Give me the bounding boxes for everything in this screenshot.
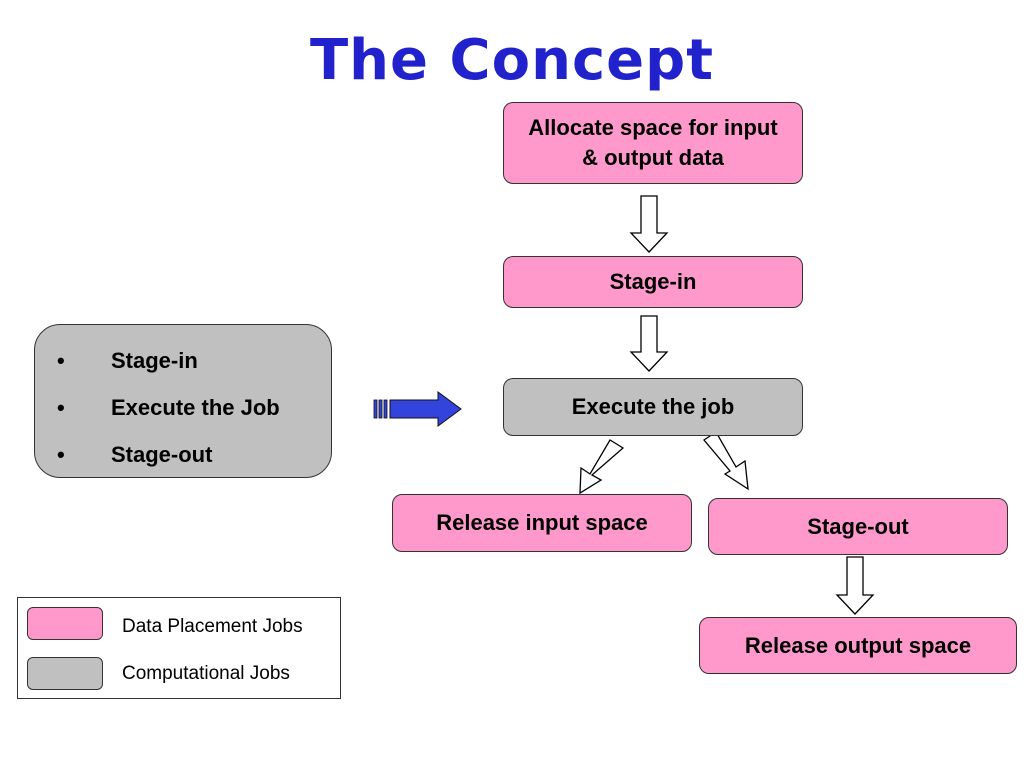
- legend-swatch-data-placement: [27, 607, 103, 640]
- list-item-label: Stage-in: [111, 348, 198, 373]
- bullet: •: [57, 395, 65, 420]
- bullet: •: [57, 442, 65, 467]
- list-item: • Stage-in: [57, 347, 280, 394]
- list-item: • Execute the Job: [57, 394, 280, 441]
- list-item: • Stage-out: [57, 441, 280, 488]
- release-output-box: Release output space: [699, 617, 1017, 674]
- list-item-label: Stage-out: [111, 442, 213, 467]
- stage-out-box: Stage-out: [708, 498, 1008, 555]
- arrow-diagonal-icon: [703, 431, 749, 491]
- list-item-label: Execute the Job: [111, 395, 280, 420]
- arrow-diagonal-icon: [579, 439, 625, 495]
- legend-label-data-placement: Data Placement Jobs: [122, 616, 303, 637]
- arrow-down-icon: [835, 556, 875, 615]
- arrow-down-icon: [629, 195, 669, 253]
- allocate-space-box: Allocate space for input & output data: [503, 102, 803, 184]
- arrow-down-icon: [629, 315, 669, 372]
- execute-job-box: Execute the job: [503, 378, 803, 436]
- stage-in-box: Stage-in: [503, 256, 803, 308]
- legend-label-computational: Computational Jobs: [122, 663, 290, 684]
- legend-swatch-computational: [27, 657, 103, 690]
- job-steps-summary: • Stage-in • Execute the Job • Stage-out: [34, 324, 332, 478]
- legend: Data Placement Jobs Computational Jobs: [17, 597, 341, 699]
- transition-arrow-icon: [373, 391, 462, 427]
- page-title: The Concept: [309, 28, 714, 93]
- release-input-box: Release input space: [392, 494, 692, 552]
- bullet: •: [57, 348, 65, 373]
